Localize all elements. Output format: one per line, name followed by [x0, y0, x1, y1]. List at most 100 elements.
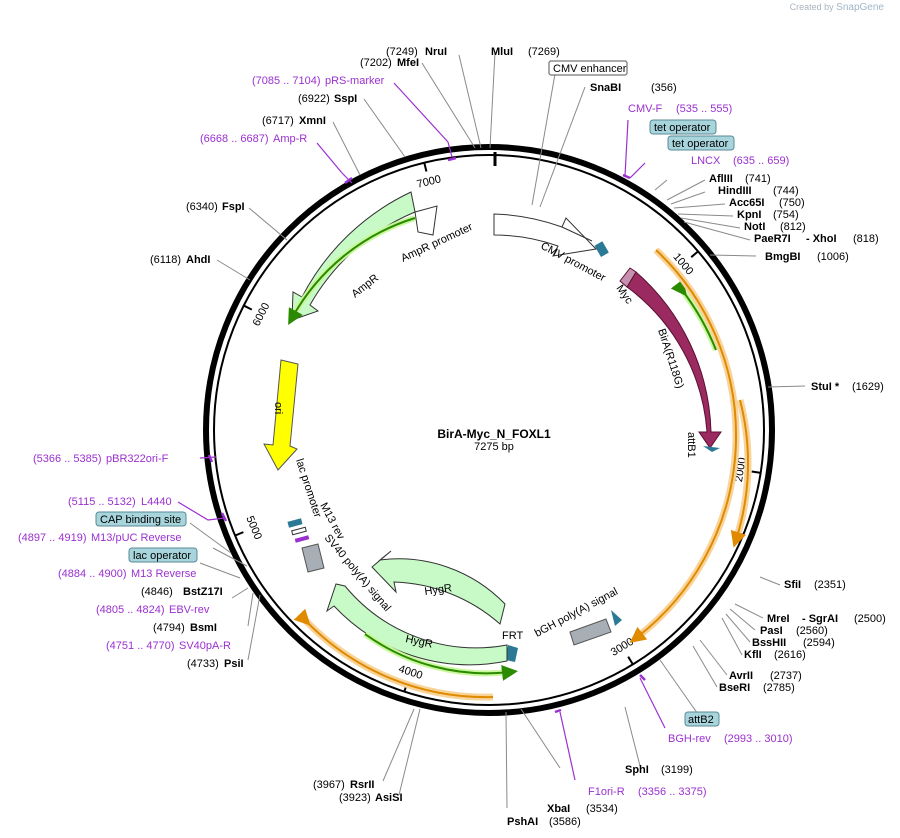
attB2-label: attB2 — [688, 714, 714, 726]
afliii-site: AflIII — [709, 173, 733, 185]
bstz17i-site: BstZ17I — [183, 586, 223, 598]
bgh-rev-primer: BGH-rev — [668, 733, 711, 745]
birA-arrow — [626, 271, 722, 449]
ahdi-site: AhdI — [186, 254, 210, 266]
ampR-promoter-label: AmpR promoter — [399, 221, 475, 265]
nrui-pos: (7249) — [386, 46, 418, 58]
bsshii-pos: (2594) — [803, 637, 835, 649]
avrii-pos: (2737) — [770, 670, 802, 682]
ebv-rev-primer: EBV-rev — [169, 604, 210, 616]
ruler-tick-1000 — [690, 250, 699, 258]
xbai-pos: (3534) — [586, 803, 618, 815]
birA-orf-arrow — [670, 278, 717, 351]
myc-tag — [619, 267, 637, 288]
afliii-pos: (741) — [745, 173, 771, 185]
tet-operator-label-2: tet operator — [672, 138, 729, 150]
created-by-text: Created by — [789, 2, 834, 12]
xmni-pos: (6717) — [262, 115, 294, 127]
ori-label: ori — [272, 402, 284, 414]
rsrii-pos: (3967) — [313, 779, 345, 791]
frt-label: FRT — [502, 630, 523, 642]
m13-reverse-primer: M13 Reverse — [131, 568, 196, 580]
sphi-pos: (3199) — [661, 764, 693, 776]
ampR-promoter-arrow — [414, 205, 438, 236]
ruler-tick-2000 — [751, 470, 761, 474]
bmgbi-pos: (1006) — [817, 251, 849, 263]
hindiii-site: HindIII — [718, 185, 752, 197]
mlui-site: MluI — [491, 46, 513, 58]
tet-operator-box-1 — [649, 119, 717, 135]
sfii-site: SfiI — [784, 579, 801, 591]
sspi-site: SspI — [334, 93, 357, 105]
ruler-tick-7000 — [423, 162, 428, 172]
amp-r-primer: Amp-R — [273, 133, 307, 145]
fspi-site: FspI — [222, 201, 245, 213]
sphi-site: SphI — [625, 764, 649, 776]
pshai-site: PshAI — [507, 816, 538, 828]
ruler-label-6000: 6000 — [251, 301, 273, 328]
avrii-site: AvrII — [729, 670, 753, 682]
snapgene-logo-text: SnapGene — [836, 2, 884, 13]
sspi-pos: (6922) — [298, 93, 330, 105]
sgrai-site: - SgrAI — [802, 613, 838, 625]
f1ori-r-primer: F1ori-R — [588, 786, 625, 798]
leader-lines — [189, 51, 806, 809]
acc65i-site: Acc65I — [729, 197, 764, 209]
pshai-pos: (3586) — [549, 816, 581, 828]
m13-puc-reverse-primer: M13/pUC Reverse — [91, 532, 181, 544]
backbone-inner-ring — [213, 154, 765, 706]
acc65i-pos: (750) — [779, 197, 805, 209]
rsrii-site: RsrII — [350, 779, 374, 791]
mfei-pos: (7202) — [360, 57, 392, 69]
hygR-orf-arrow — [364, 633, 518, 681]
cmv-enhancer-box — [548, 60, 628, 76]
cmv-promoter-arrow — [493, 213, 598, 257]
asisi-pos: (3923) — [339, 792, 371, 804]
xhoi-pos: (818) — [853, 233, 879, 245]
lac-operator-label: lac operator — [133, 550, 191, 562]
cmv-promoter-divider — [561, 226, 593, 242]
stui-pos: (1629) — [852, 381, 884, 393]
bseri-pos: (2785) — [763, 682, 795, 694]
xhoi-site: - XhoI — [806, 233, 837, 245]
primer-lines — [177, 82, 666, 781]
ampR-label: AmpR — [349, 272, 381, 300]
hindiii-pos: (744) — [773, 185, 799, 197]
psii-site: PsiI — [224, 658, 244, 670]
prs-marker-pos: (7085 .. 7104) — [252, 75, 321, 87]
kfli-pos: (2616) — [774, 649, 806, 661]
paer7i-site: PaeR7I — [754, 233, 791, 245]
pasi-pos: (2560) — [796, 625, 828, 637]
ruler-tick-5000 — [234, 531, 244, 537]
cap-binding-site-box — [95, 511, 187, 527]
psii-pos: (4733) — [187, 658, 219, 670]
ruler-tick-3000 — [627, 656, 634, 665]
bsshii-site: BssHII — [752, 637, 786, 649]
attB1-marker — [703, 446, 720, 452]
tet-operator-label-1: tet operator — [654, 122, 711, 134]
f1ori-r-pos: (3356 .. 3375) — [638, 786, 707, 798]
lac-promoter-label: lac promoter — [293, 457, 323, 519]
attB2-marker — [611, 610, 622, 626]
cap-binding-site-label: CAP binding site — [100, 514, 181, 526]
kpni-pos: (754) — [773, 209, 799, 221]
attB1-label: attB1 — [685, 432, 697, 458]
backbone-outer-ring — [203, 144, 775, 716]
ebv-rev-pos: (4805 .. 4824) — [96, 604, 165, 616]
bgh-polya-feature — [569, 618, 612, 646]
ruler-label-5000: 5000 — [243, 514, 263, 541]
lncx-primer: LNCX — [691, 155, 721, 167]
kfli-site: KflI — [744, 649, 762, 661]
attB2-box — [684, 711, 720, 727]
l4440-primer: L4440 — [141, 496, 172, 508]
m13-reverse-pos: (4884 .. 4900) — [58, 568, 127, 580]
ruler-label-3000: 3000 — [609, 636, 636, 659]
sgrai-pos: (2500) — [854, 613, 886, 625]
fspi-pos: (6340) — [186, 201, 218, 213]
cmv-f-pos: (535 .. 555) — [676, 103, 732, 115]
ahdi-pos: (6118) — [150, 254, 181, 266]
lac-operator-box — [128, 547, 198, 563]
sfii-pos: (2351) — [814, 579, 846, 591]
plasmid-name: BirA-Myc_N_FOXL1 — [437, 427, 551, 441]
ruler-label-7000: 7000 — [416, 173, 443, 190]
